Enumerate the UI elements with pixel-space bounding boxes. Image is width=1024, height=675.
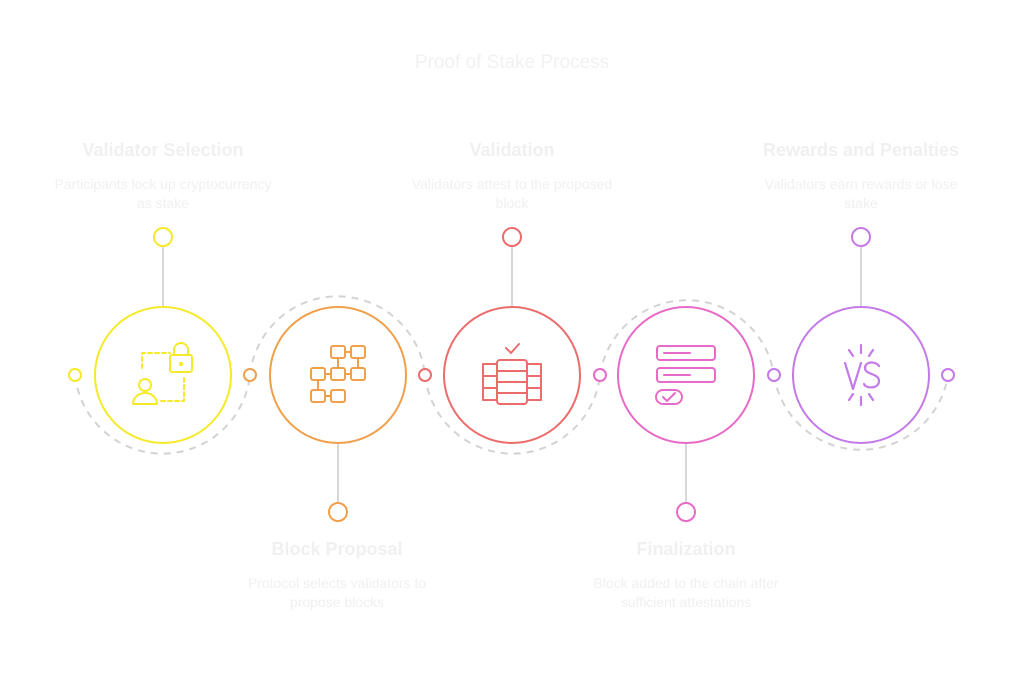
step-circle-block-proposal bbox=[269, 306, 407, 444]
connector-arc-5 bbox=[773, 374, 949, 451]
step-desc-validation: Validators attest to the proposed block bbox=[411, 176, 613, 211]
step-circle-rewards-and-penalties bbox=[792, 306, 930, 444]
vs-icon bbox=[843, 343, 881, 407]
lock-user-icon bbox=[132, 342, 193, 405]
pin-stems bbox=[162, 247, 862, 502]
junction-dot-1 bbox=[68, 368, 82, 382]
pin-head-2 bbox=[328, 502, 348, 522]
step-circle-validation bbox=[443, 306, 581, 444]
pin-head-4 bbox=[676, 502, 696, 522]
junction-dot-5 bbox=[767, 368, 781, 382]
step-title-validator-selection: Validator Selection bbox=[82, 140, 244, 160]
junction-dot-2 bbox=[243, 368, 257, 382]
step-desc-finalization: Block added to the chain after sufficien… bbox=[593, 575, 779, 610]
block-stack-check-icon bbox=[655, 345, 716, 405]
step-circle-validator-selection bbox=[94, 306, 232, 444]
step-title-finalization: Finalization bbox=[636, 539, 736, 559]
connector-arc-4 bbox=[599, 299, 775, 376]
diagram-title: Proof of Stake Process bbox=[414, 52, 610, 73]
step-desc-validator-selection: Participants lock up cryptocurrency as s… bbox=[54, 176, 272, 211]
junction-dot-3 bbox=[418, 368, 432, 382]
pin-head-1 bbox=[153, 227, 173, 247]
pin-head-3 bbox=[502, 227, 522, 247]
step-title-validation: Validation bbox=[469, 140, 555, 160]
step-desc-block-proposal: Protocol selects validators to propose b… bbox=[247, 575, 427, 610]
pin-head-5 bbox=[851, 227, 871, 247]
junction-dot-6 bbox=[941, 368, 955, 382]
step-title-rewards-and-penalties: Rewards and Penalties bbox=[762, 140, 960, 160]
block-network-icon bbox=[310, 345, 366, 403]
dashed-connectors bbox=[74, 295, 949, 455]
step-desc-rewards-and-penalties: Validators earn rewards or lose stake bbox=[764, 176, 958, 211]
step-title-block-proposal: Block Proposal bbox=[271, 539, 403, 559]
block-check-icon bbox=[482, 343, 542, 405]
junction-dot-4 bbox=[593, 368, 607, 382]
